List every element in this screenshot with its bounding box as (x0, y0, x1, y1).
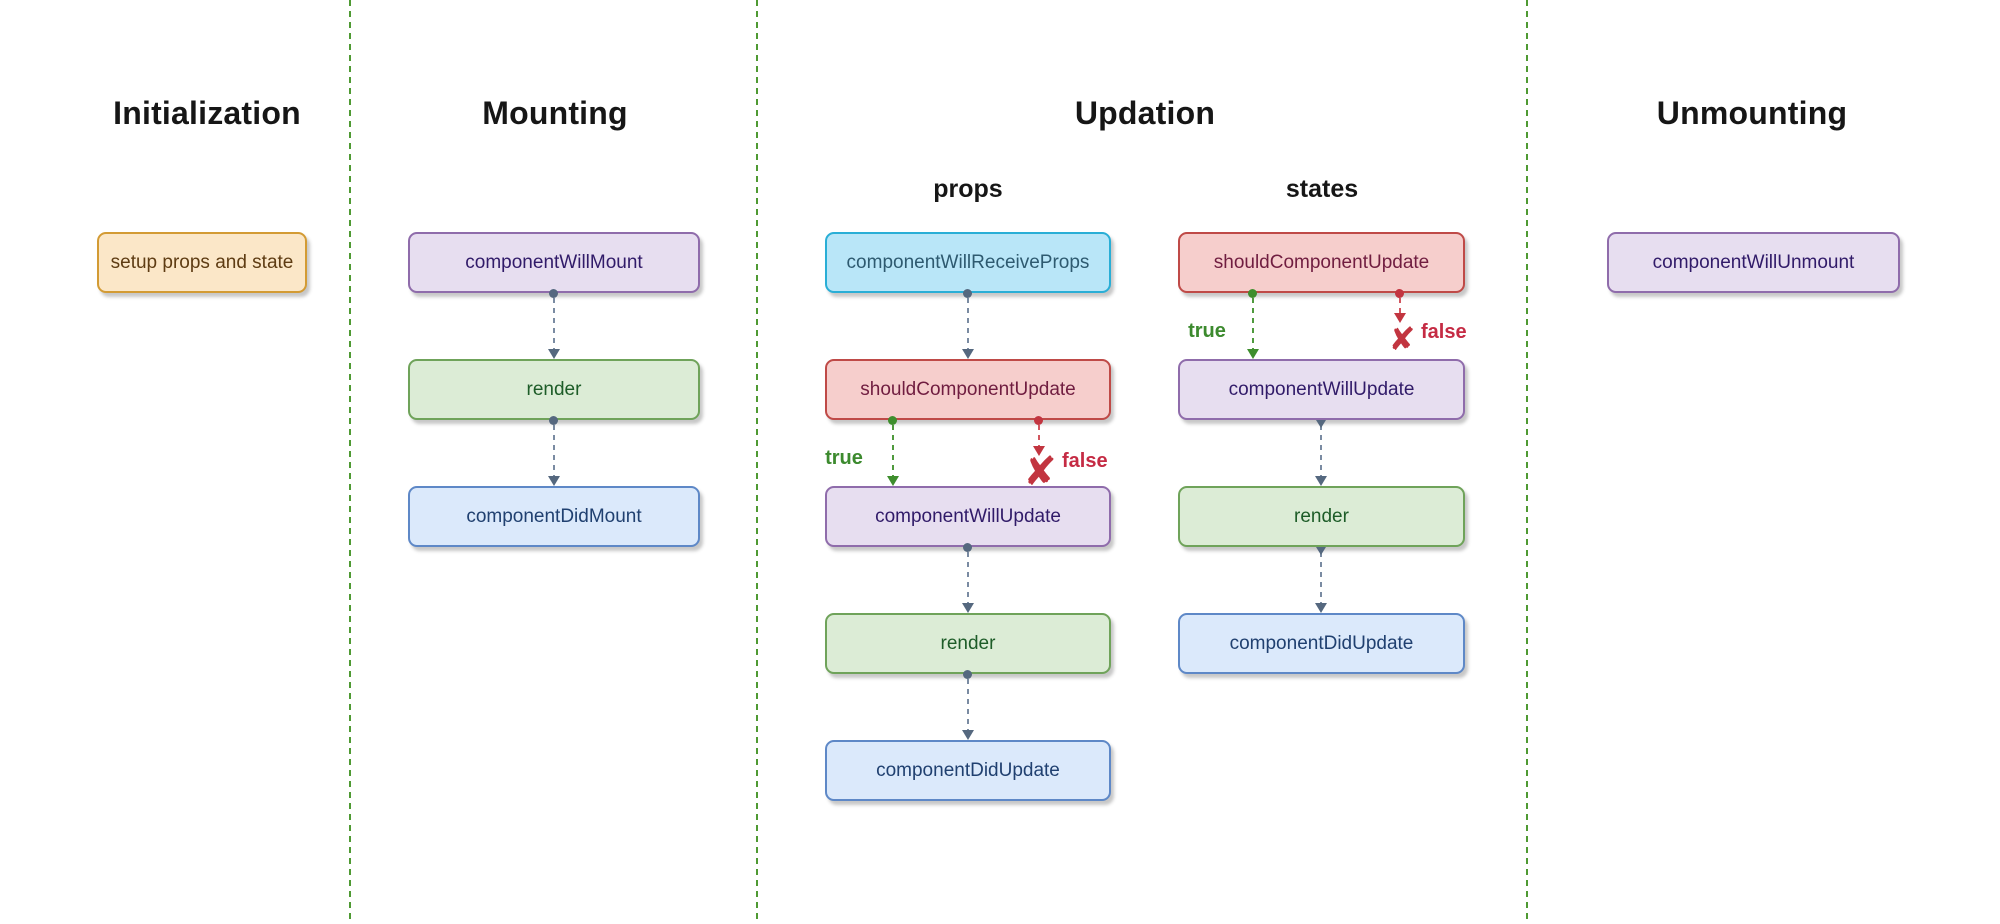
dashed-flow-line (553, 298, 555, 350)
flow-start-triangle-icon (1316, 420, 1326, 428)
dashed-flow-line (967, 679, 969, 731)
connector-will-update-to-render-states (1315, 420, 1327, 486)
node-component-did-mount: componentDidMount (408, 486, 700, 547)
node-component-will-update-props: componentWillUpdate (825, 486, 1111, 547)
node-component-will-receive-props: componentWillReceiveProps (825, 232, 1111, 293)
column-title-updation: Updation (1074, 95, 1216, 131)
divider-line (756, 0, 758, 924)
dashed-flow-line (1399, 298, 1401, 314)
connector-will-update-to-render-props (962, 543, 974, 613)
arrowhead-icon (1315, 476, 1327, 486)
flow-start-dot-icon (963, 670, 972, 679)
dashed-flow-line (967, 552, 969, 604)
arrowhead-icon (962, 730, 974, 740)
subcolumn-title-props: props (933, 175, 1003, 203)
flow-start-dot-icon (549, 289, 558, 298)
connector-render-to-did-update-states (1315, 547, 1327, 613)
arrowhead-icon (887, 476, 899, 486)
dashed-flow-line (553, 425, 555, 477)
arrowhead-icon (1247, 349, 1259, 359)
flow-start-dot-icon (1248, 289, 1257, 298)
column-title-initialization: Initialization (113, 95, 301, 131)
flow-start-dot-icon (549, 416, 558, 425)
flow-start-dot-icon (963, 543, 972, 552)
divider-line (349, 0, 351, 924)
flow-start-dot-icon (888, 416, 897, 425)
node-component-will-mount: componentWillMount (408, 232, 700, 293)
node-should-component-update-states: shouldComponentUpdate (1178, 232, 1465, 293)
node-render-props: render (825, 613, 1111, 674)
arrowhead-icon (1315, 603, 1327, 613)
dashed-flow-line (967, 298, 969, 350)
arrowhead-icon (962, 349, 974, 359)
connector-render-to-did-update-props (962, 670, 974, 740)
node-component-did-update-states: componentDidUpdate (1178, 613, 1465, 674)
column-title-mounting: Mounting (482, 95, 628, 131)
true-branch-label-states: true (1188, 320, 1226, 342)
connector-true-states (1247, 289, 1259, 359)
subcolumn-title-states: states (1285, 175, 1359, 203)
arrowhead-icon (548, 349, 560, 359)
connector-will-mount-to-render (548, 289, 560, 359)
node-component-will-unmount: componentWillUnmount (1607, 232, 1900, 293)
connector-false-states (1394, 289, 1406, 323)
column-title-unmounting: Unmounting (1656, 95, 1848, 131)
flow-start-dot-icon (1395, 289, 1404, 298)
false-branch-label-states: false (1421, 321, 1467, 343)
flow-start-triangle-icon (1316, 547, 1326, 555)
node-render-mounting: render (408, 359, 700, 420)
flow-start-dot-icon (963, 289, 972, 298)
false-branch-label-props: false (1062, 450, 1108, 472)
connector-false-props (1033, 416, 1045, 456)
dashed-flow-line (1252, 298, 1254, 350)
connector-true-props (887, 416, 899, 486)
arrowhead-icon (548, 476, 560, 486)
node-should-component-update-props: shouldComponentUpdate (825, 359, 1111, 420)
divider-line (1526, 0, 1528, 924)
node-setup-props-and-state: setup props and state (97, 232, 307, 293)
node-component-will-update-states: componentWillUpdate (1178, 359, 1465, 420)
connector-receive-props-to-should-update (962, 289, 974, 359)
arrowhead-icon (1033, 446, 1045, 456)
flow-start-dot-icon (1034, 416, 1043, 425)
node-render-states: render (1178, 486, 1465, 547)
dashed-flow-line (1320, 552, 1322, 604)
false-x-icon: ✘ (1023, 449, 1057, 495)
connector-render-to-did-mount (548, 416, 560, 486)
arrowhead-icon (962, 603, 974, 613)
true-branch-label-props: true (825, 447, 863, 469)
dashed-flow-line (1320, 425, 1322, 477)
false-x-icon: ✘ (1388, 320, 1416, 358)
arrowhead-icon (1394, 313, 1406, 323)
dashed-flow-line (892, 425, 894, 477)
dashed-flow-line (1038, 425, 1040, 447)
node-component-did-update-props: componentDidUpdate (825, 740, 1111, 801)
